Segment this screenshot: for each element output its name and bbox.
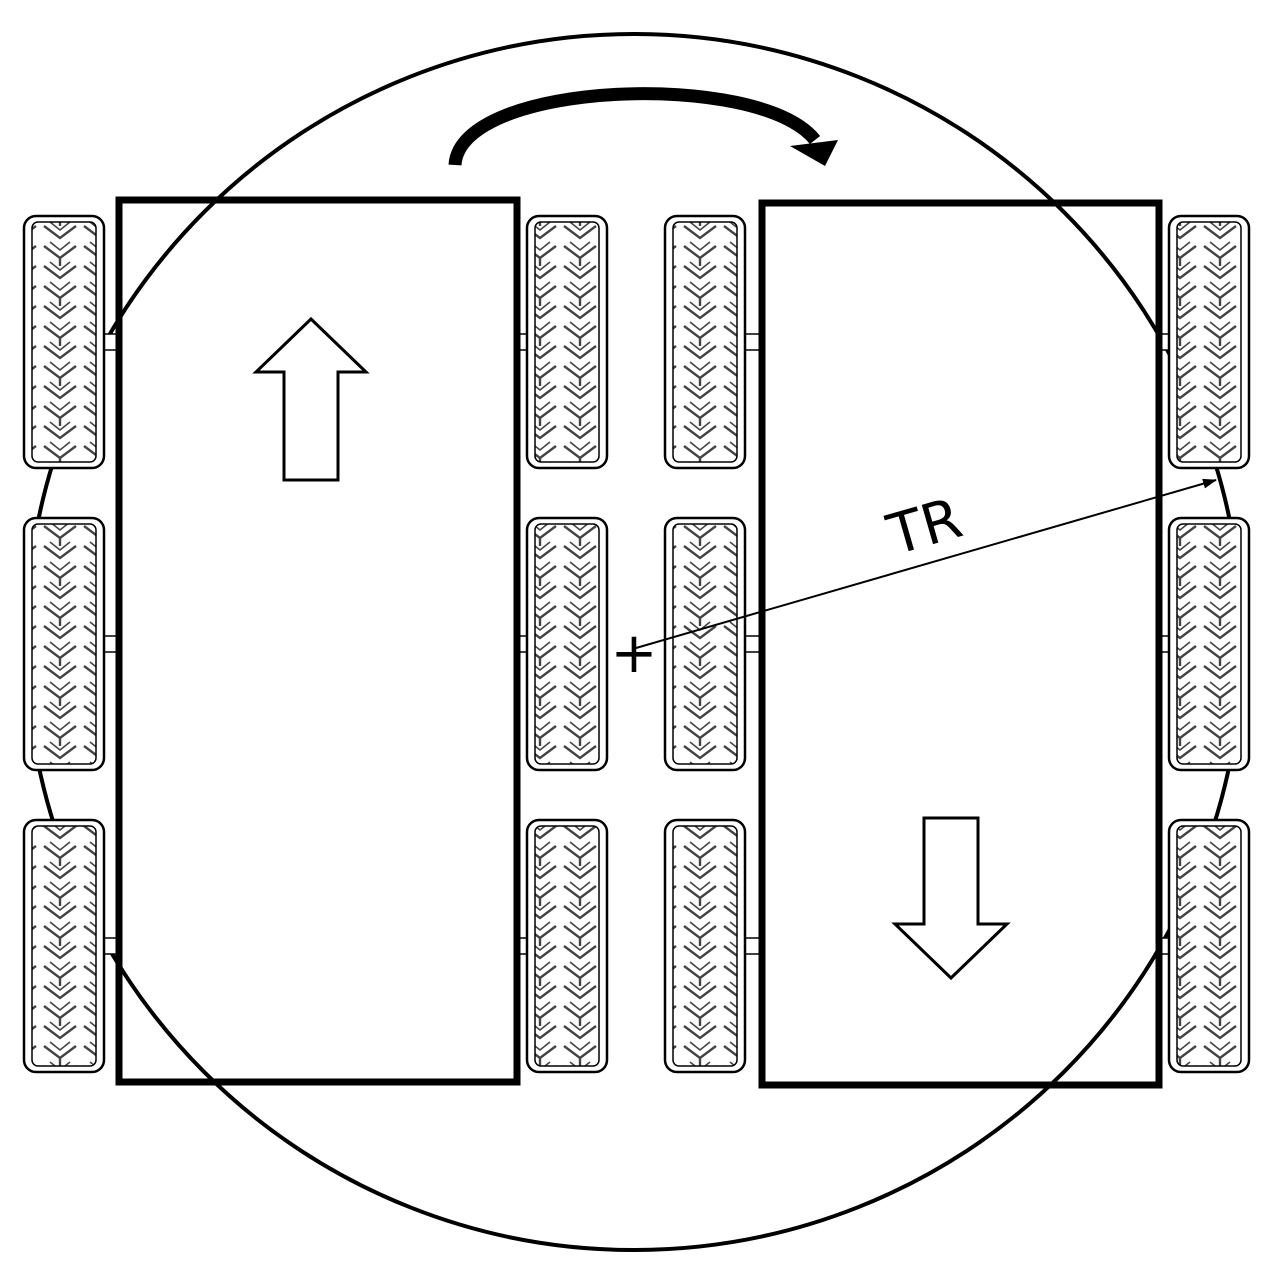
backward-arrow-icon xyxy=(891,816,1011,981)
wheel-icon xyxy=(22,516,106,772)
wheel-icon xyxy=(22,818,106,1074)
wheel-icon xyxy=(525,818,609,1074)
wheel-icon xyxy=(22,214,106,470)
right-track-body xyxy=(758,199,1163,1089)
wheel-icon xyxy=(663,516,747,772)
rotation-arrow-icon xyxy=(448,87,821,167)
center-marker: + xyxy=(611,621,658,686)
wheel-icon xyxy=(525,516,609,772)
wheel-icon xyxy=(663,818,747,1074)
radius-line xyxy=(635,478,1217,649)
wheel-icon xyxy=(1167,818,1251,1074)
rotation-arrow-head-icon xyxy=(790,140,838,166)
wheel-icon xyxy=(525,214,609,470)
forward-arrow-icon xyxy=(252,316,370,482)
wheel-icon xyxy=(663,214,747,470)
left-track-body xyxy=(115,196,521,1086)
wheel-icon xyxy=(1167,516,1251,772)
wheel-icon xyxy=(1167,214,1251,470)
wheel-group xyxy=(22,214,1251,1074)
